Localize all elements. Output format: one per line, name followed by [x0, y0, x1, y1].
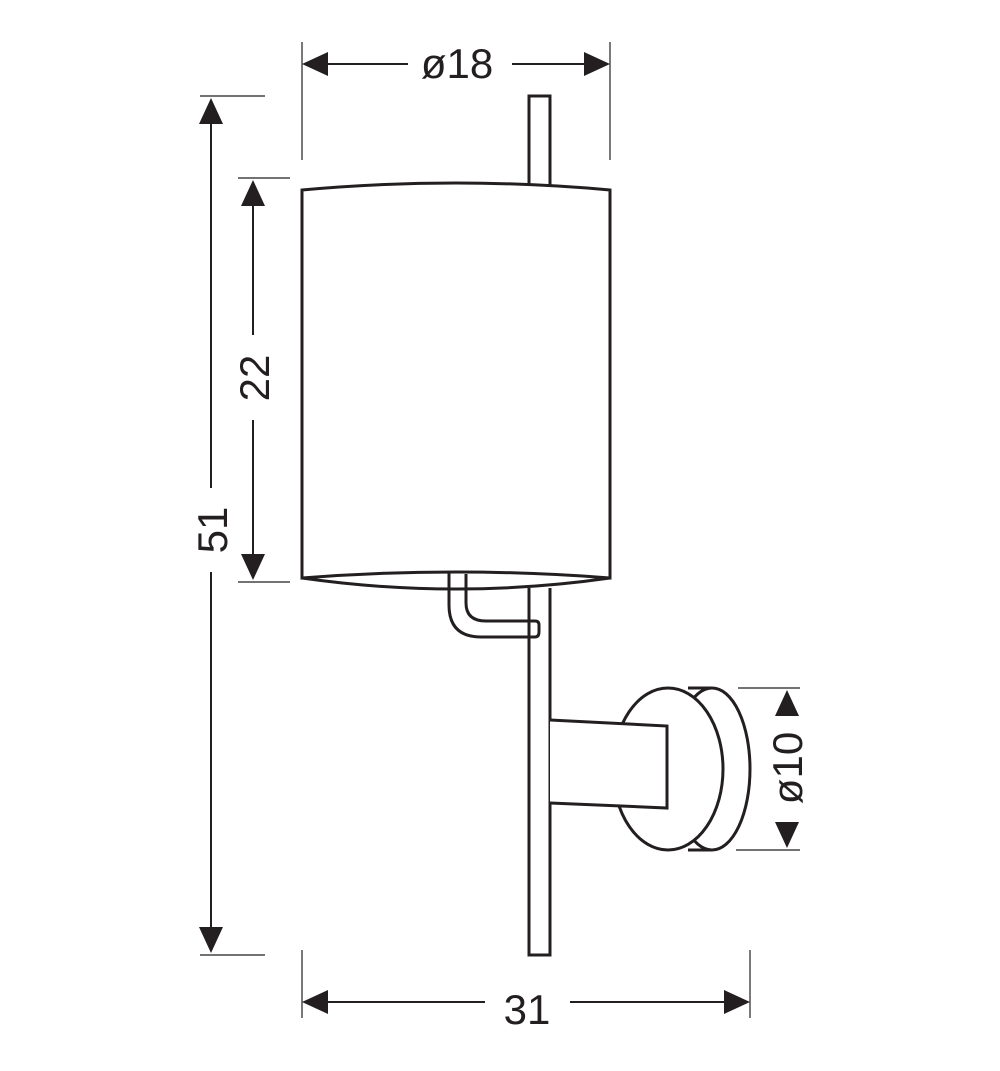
dim-shade-diameter: ø18 — [301, 40, 611, 160]
dim-base-diameter: ø10 — [736, 687, 811, 851]
arrow-up-icon — [775, 690, 799, 716]
wall-arm — [549, 718, 669, 810]
arrow-up-icon — [199, 98, 223, 124]
shade-height-label: 22 — [231, 355, 278, 402]
top-rod — [527, 94, 552, 188]
total-height-label: 51 — [189, 507, 236, 554]
shade-hook — [447, 572, 541, 639]
dim-shade-height: 22 — [231, 177, 290, 583]
arrow-down-icon — [199, 927, 223, 953]
shade-diameter-label: ø18 — [421, 40, 493, 87]
dim-total-height: 51 — [189, 95, 265, 956]
vertical-rod — [527, 588, 552, 957]
arrow-right-icon — [724, 990, 750, 1014]
arrow-left-icon — [302, 52, 328, 76]
arrow-right-icon — [584, 52, 610, 76]
arrow-up-icon — [241, 180, 265, 206]
arrow-down-icon — [241, 554, 265, 580]
total-depth-label: 31 — [504, 986, 551, 1033]
lamp-shade — [300, 181, 612, 591]
dim-total-depth: 31 — [301, 950, 751, 1033]
arrow-left-icon — [302, 990, 328, 1014]
arrow-down-icon — [775, 822, 799, 848]
base-diameter-label: ø10 — [764, 732, 811, 804]
